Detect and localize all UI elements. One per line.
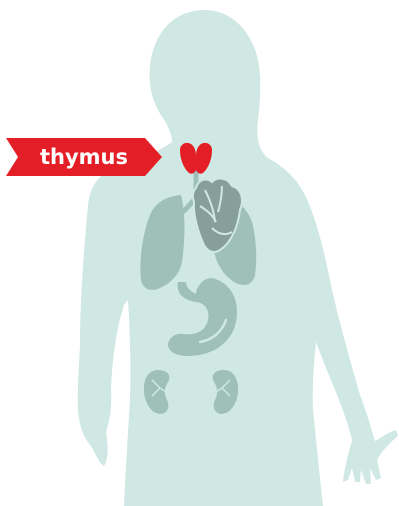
thymus-label-text: thymus <box>40 145 128 169</box>
